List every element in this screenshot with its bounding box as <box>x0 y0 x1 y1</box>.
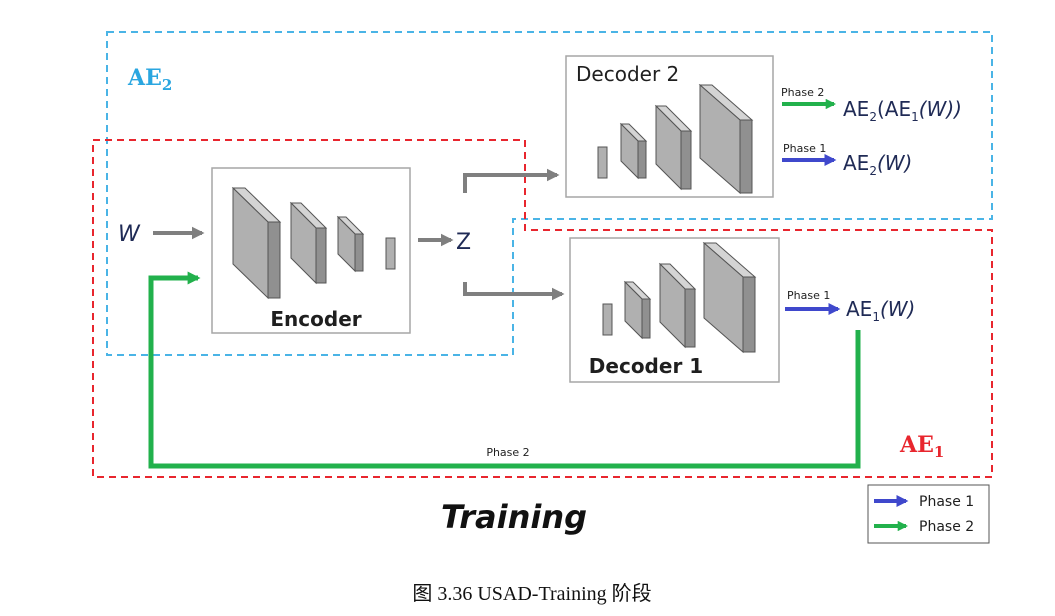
ae2-label: AE2 <box>127 65 172 94</box>
feedback-phase-label: Phase 2 <box>486 446 529 459</box>
figure-caption: 图 3.36 USAD-Training 阶段 <box>412 582 651 605</box>
legend-phase2-label: Phase 2 <box>919 519 974 535</box>
diagram-title: Training <box>441 498 587 536</box>
z-to-decoder1-arrow <box>463 282 565 301</box>
legend: Phase 1 Phase 2 <box>867 484 990 544</box>
ae1-label: AE1 <box>899 432 944 461</box>
output-ae2-ae1-phase-label: Phase 2 <box>781 86 824 99</box>
input-w-label: W <box>118 222 141 247</box>
decoder1-block: Decoder 1 <box>569 237 780 383</box>
output-ae2-ae1-text: AE2(AE1(W)) <box>843 97 962 124</box>
latent-z-label: Z <box>456 230 471 255</box>
output-ae2-text: AE2(W) <box>843 151 912 178</box>
output-ae2: Phase 1 AE2(W) <box>782 142 912 178</box>
encoder-label: Encoder <box>270 307 361 331</box>
output-ae1-phase-label: Phase 1 <box>787 289 830 302</box>
output-ae2-phase-label: Phase 1 <box>783 142 826 155</box>
output-ae1: Phase 1 AE1(W) <box>785 289 915 324</box>
decoder1-label: Decoder 1 <box>589 354 703 378</box>
decoder2-block: Decoder 2 <box>565 55 774 198</box>
output-ae2-ae1: Phase 2 AE2(AE1(W)) <box>781 86 962 124</box>
z-to-decoder2-arrow <box>463 168 560 193</box>
ae1-region <box>92 139 993 478</box>
phase2-feedback-arrow <box>148 271 861 469</box>
legend-phase1-label: Phase 1 <box>919 494 974 510</box>
ae2-region <box>106 31 993 356</box>
decoder2-label: Decoder 2 <box>576 62 679 86</box>
encoder-block: Encoder <box>211 167 411 334</box>
output-ae1-text: AE1(W) <box>846 297 915 324</box>
